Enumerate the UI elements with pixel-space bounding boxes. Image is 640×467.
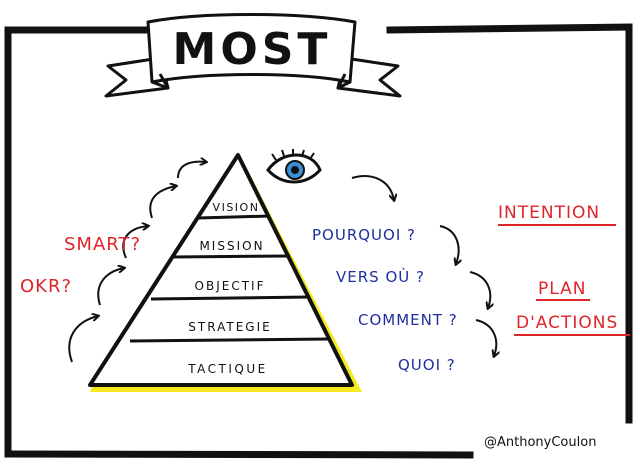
right-arrow-2 (439, 225, 459, 264)
left-arrow-2 (97, 268, 124, 306)
left-arrow-4 (149, 186, 176, 219)
left-arrow-3 (122, 226, 148, 259)
question-vers-ou: VERS OÙ ? (336, 267, 425, 286)
level-mission: MISSION (199, 239, 264, 253)
frame-top-right (386, 23, 633, 34)
pyramid-shadow (90, 155, 362, 392)
label-smart: SMART? (64, 234, 141, 255)
right-labels: INTENTION PLAN D'ACTIONS (498, 203, 630, 336)
label-intention: INTENTION (498, 203, 600, 223)
pyramid-divider-3 (150, 295, 311, 301)
frame-bottom (4, 450, 474, 459)
pyramid-divider-2 (171, 254, 291, 259)
right-arrow-3 (469, 271, 490, 308)
question-comment: COMMENT ? (358, 311, 458, 329)
pyramid-outline (88, 153, 354, 387)
questions: POURQUOI ? VERS OÙ ? COMMENT ? QUOI ? (312, 226, 458, 374)
eyelashes (271, 149, 315, 161)
eye-icon (266, 149, 322, 184)
level-strategie: STRATEGIE (188, 320, 271, 334)
question-quoi: QUOI ? (398, 356, 456, 374)
left-arrow-1 (68, 316, 98, 363)
signature: @AnthonyCoulon (484, 435, 596, 450)
page-title: MOST (173, 24, 332, 75)
pyramid-divider-1 (197, 214, 271, 220)
label-plan: PLAN (538, 279, 586, 299)
question-pourquoi: POURQUOI ? (312, 226, 416, 244)
right-arrows (351, 175, 496, 356)
eye-pupil (291, 166, 299, 174)
banner-fold-right (336, 73, 351, 90)
pyramid-divider-4 (129, 337, 331, 343)
frame (4, 23, 633, 459)
label-okr: OKR? (20, 276, 72, 297)
level-tactique: TACTIQUE (187, 362, 267, 376)
banner-fold-left (151, 73, 170, 90)
label-dactions: D'ACTIONS (516, 313, 618, 333)
right-arrow-4 (475, 319, 496, 356)
level-objectif: OBJECTIF (195, 279, 266, 293)
left-arrows (68, 162, 206, 363)
left-arrow-5 (177, 162, 206, 179)
pyramid: VISION MISSION OBJECTIF STRATEGIE TACTIQ… (88, 153, 362, 392)
title-banner (104, 13, 402, 98)
right-arrow-1 (351, 175, 394, 200)
level-vision: VISION (213, 201, 260, 214)
